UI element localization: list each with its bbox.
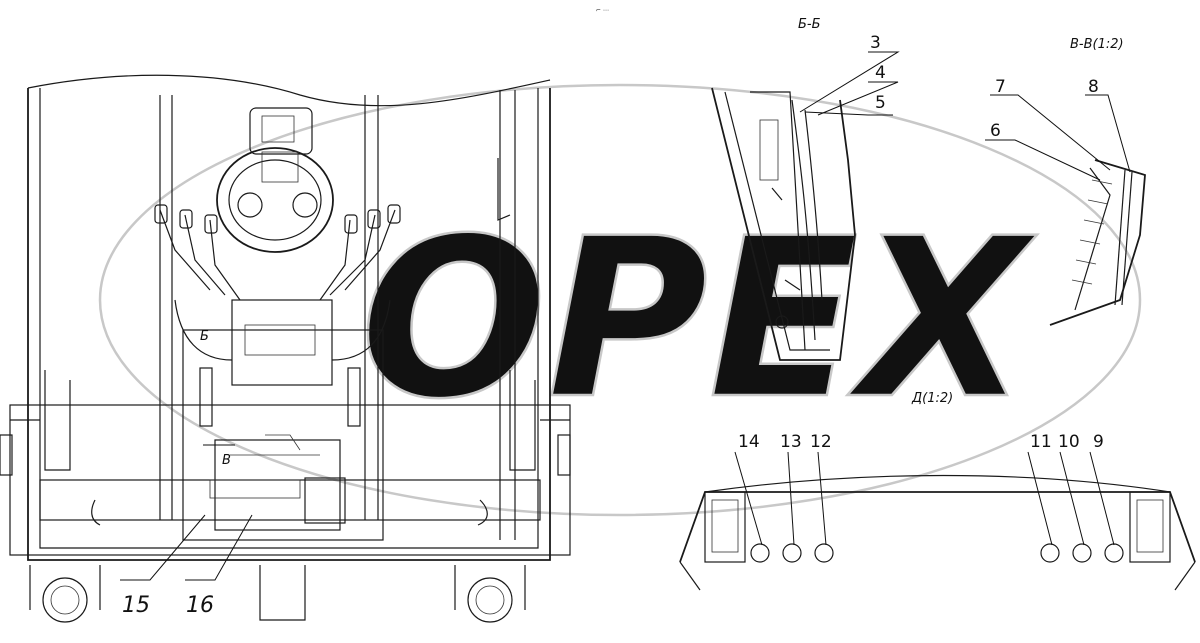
leader-lines [120, 51, 1131, 581]
callout-6: 6 [990, 121, 1001, 141]
callout-15: 15 [122, 593, 150, 618]
marker-b: Б [200, 329, 209, 344]
callouts: 3 4 5 6 7 8 9 10 11 12 13 14 15 16 [122, 33, 1104, 618]
callout-12: 12 [810, 432, 832, 452]
callout-14: 14 [738, 432, 760, 452]
callout-7: 7 [995, 77, 1006, 97]
callout-3: 3 [870, 33, 881, 53]
main-view: Б В [0, 74, 571, 623]
section-vv: В-В(1:2) [1049, 37, 1146, 326]
callout-11: 11 [1030, 432, 1052, 452]
watermark-text: OPEX [360, 191, 1038, 447]
header-mark: ⌐ ⋯ [596, 7, 609, 14]
section-bb-title: Б-Б [798, 17, 821, 32]
callout-4: 4 [875, 63, 886, 83]
section-vv-title: В-В(1:2) [1070, 37, 1124, 52]
marker-v: В [222, 453, 231, 468]
callout-16: 16 [186, 593, 214, 618]
detail-d [679, 474, 1196, 591]
callout-10: 10 [1058, 432, 1080, 452]
callout-13: 13 [780, 432, 802, 452]
callout-5: 5 [875, 93, 886, 113]
callout-9: 9 [1093, 432, 1104, 452]
section-bb: Б-Б [711, 17, 856, 361]
callout-8: 8 [1088, 77, 1099, 97]
detail-d-title: Д(1:2) [911, 391, 953, 406]
